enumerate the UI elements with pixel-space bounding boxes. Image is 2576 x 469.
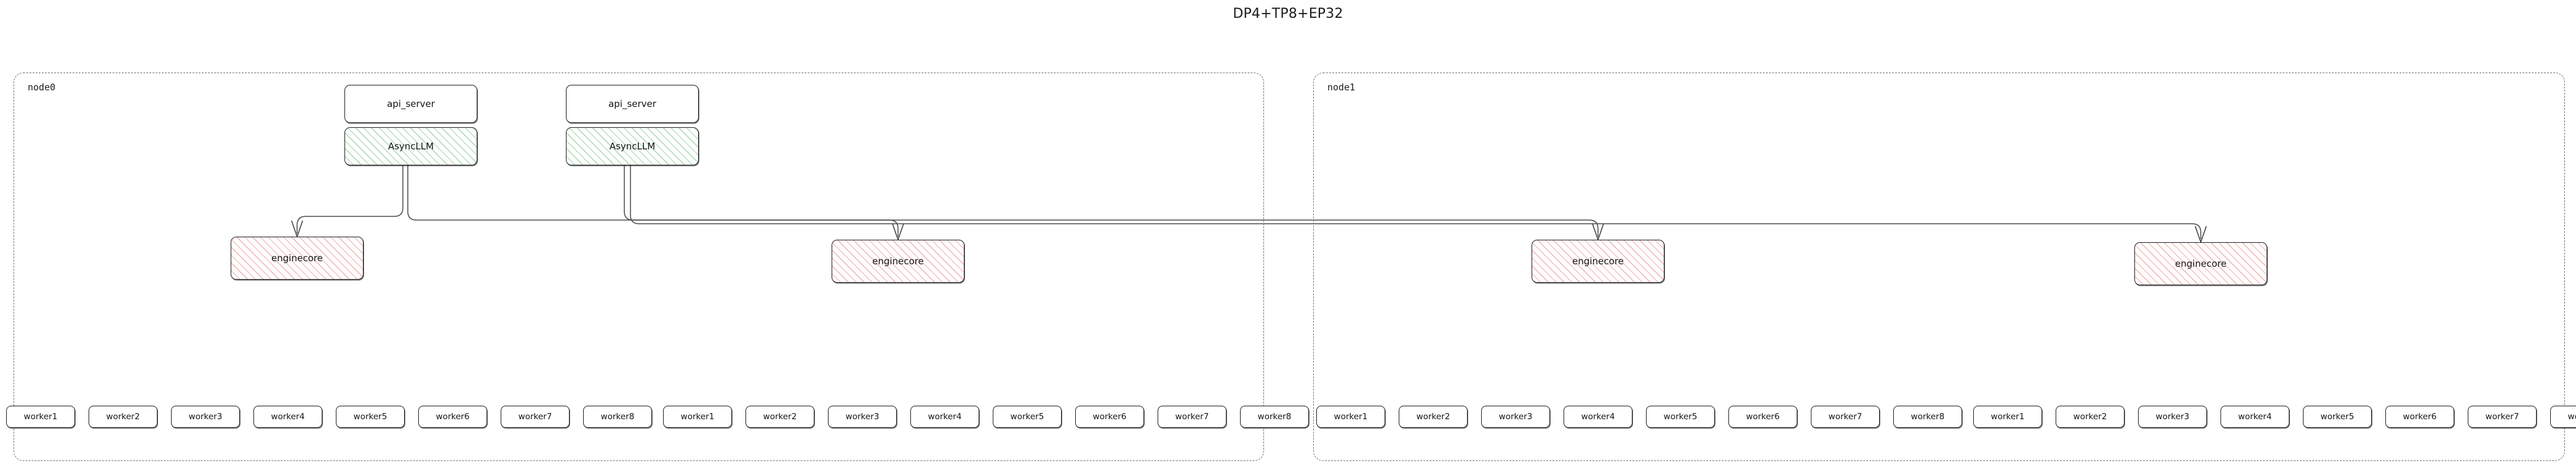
worker-box[interactable]: worker3 [171, 406, 240, 428]
worker-box[interactable]: worker6 [1075, 406, 1144, 428]
worker-box[interactable]: worker8 [2550, 406, 2576, 428]
enginecore-box[interactable]: enginecore [1532, 240, 1664, 283]
worker-box[interactable]: worker6 [1728, 406, 1797, 428]
enginecore-box[interactable]: enginecore [2134, 242, 2267, 285]
worker-box[interactable]: worker7 [1158, 406, 1226, 428]
worker-box[interactable]: worker1 [1973, 406, 2042, 428]
node-cluster-node1: node1 [1313, 73, 2565, 461]
worker-box[interactable]: worker6 [418, 406, 487, 428]
node-label-node1: node1 [1327, 82, 1356, 93]
worker-box[interactable]: worker7 [501, 406, 570, 428]
worker-box[interactable]: worker6 [2385, 406, 2454, 428]
worker-box[interactable]: worker2 [1399, 406, 1468, 428]
worker-box[interactable]: worker1 [6, 406, 75, 428]
worker-box[interactable]: worker5 [2303, 406, 2372, 428]
api-server-box[interactable]: api_server [344, 85, 477, 123]
worker-box[interactable]: worker3 [828, 406, 897, 428]
worker-box[interactable]: worker4 [910, 406, 979, 428]
worker-box[interactable]: worker2 [745, 406, 814, 428]
worker-box[interactable]: worker7 [1811, 406, 1880, 428]
worker-box[interactable]: worker8 [583, 406, 652, 428]
api-server-box[interactable]: api_server [566, 85, 699, 123]
node-label-node0: node0 [28, 82, 56, 93]
async-llm-box[interactable]: AsyncLLM [344, 127, 477, 165]
node-cluster-node0: node0 [14, 73, 1264, 461]
worker-box[interactable]: worker7 [2468, 406, 2537, 428]
enginecore-box[interactable]: enginecore [832, 240, 964, 283]
worker-box[interactable]: worker1 [1316, 406, 1385, 428]
worker-box[interactable]: worker5 [993, 406, 1062, 428]
enginecore-box[interactable]: enginecore [231, 237, 364, 280]
worker-box[interactable]: worker2 [2056, 406, 2125, 428]
worker-box[interactable]: worker1 [663, 406, 732, 428]
page-title: DP4+TP8+EP32 [1233, 6, 1343, 22]
worker-box[interactable]: worker8 [1240, 406, 1309, 428]
worker-box[interactable]: worker5 [336, 406, 405, 428]
worker-box[interactable]: worker3 [2138, 406, 2207, 428]
worker-box[interactable]: worker4 [1564, 406, 1632, 428]
worker-box[interactable]: worker4 [253, 406, 322, 428]
worker-box[interactable]: worker4 [2220, 406, 2289, 428]
async-llm-box[interactable]: AsyncLLM [566, 127, 699, 165]
worker-box[interactable]: worker2 [89, 406, 157, 428]
worker-box[interactable]: worker3 [1481, 406, 1550, 428]
worker-box[interactable]: worker8 [1893, 406, 1962, 428]
worker-box[interactable]: worker5 [1646, 406, 1715, 428]
